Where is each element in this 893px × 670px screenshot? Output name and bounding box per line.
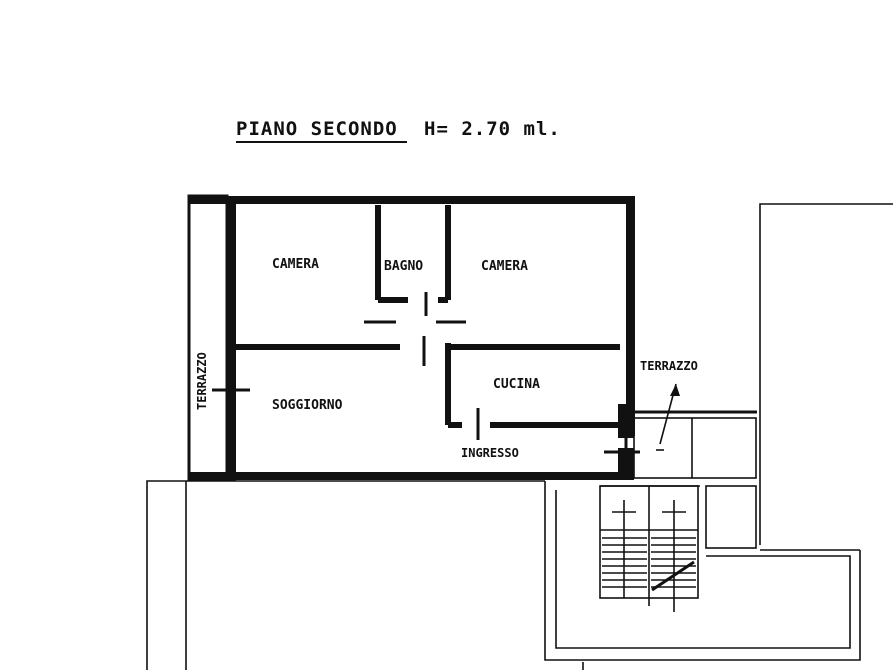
apartment-outer-walls: [189, 196, 635, 481]
room-label-camera-left: CAMERA: [272, 257, 319, 272]
floor-title: PIANO SECONDO: [236, 118, 398, 140]
plan-title: PIANO SECONDO H= 2.70 ml.: [236, 118, 561, 143]
room-label-soggiorno: SOGGIORNO: [272, 398, 343, 413]
terrace-left: [187, 194, 250, 481]
room-label-terrazzo-right: TERRAZZO: [640, 359, 698, 373]
room-label-ingresso: INGRESSO: [461, 446, 519, 460]
room-label-cucina: CUCINA: [493, 377, 540, 392]
room-label-terrazzo-left: TERRAZZO: [195, 352, 209, 410]
interior-walls: [236, 205, 640, 470]
terrace-right: [633, 383, 757, 479]
height-label: H= 2.70 ml.: [424, 118, 561, 140]
staircase: [599, 485, 699, 612]
surrounding-outlines: [146, 203, 893, 670]
room-labels: CAMERA BAGNO CAMERA SOGGIORNO CUCINA ING…: [195, 257, 698, 460]
room-label-camera-right: CAMERA: [481, 259, 528, 274]
room-label-bagno: BAGNO: [384, 259, 423, 274]
